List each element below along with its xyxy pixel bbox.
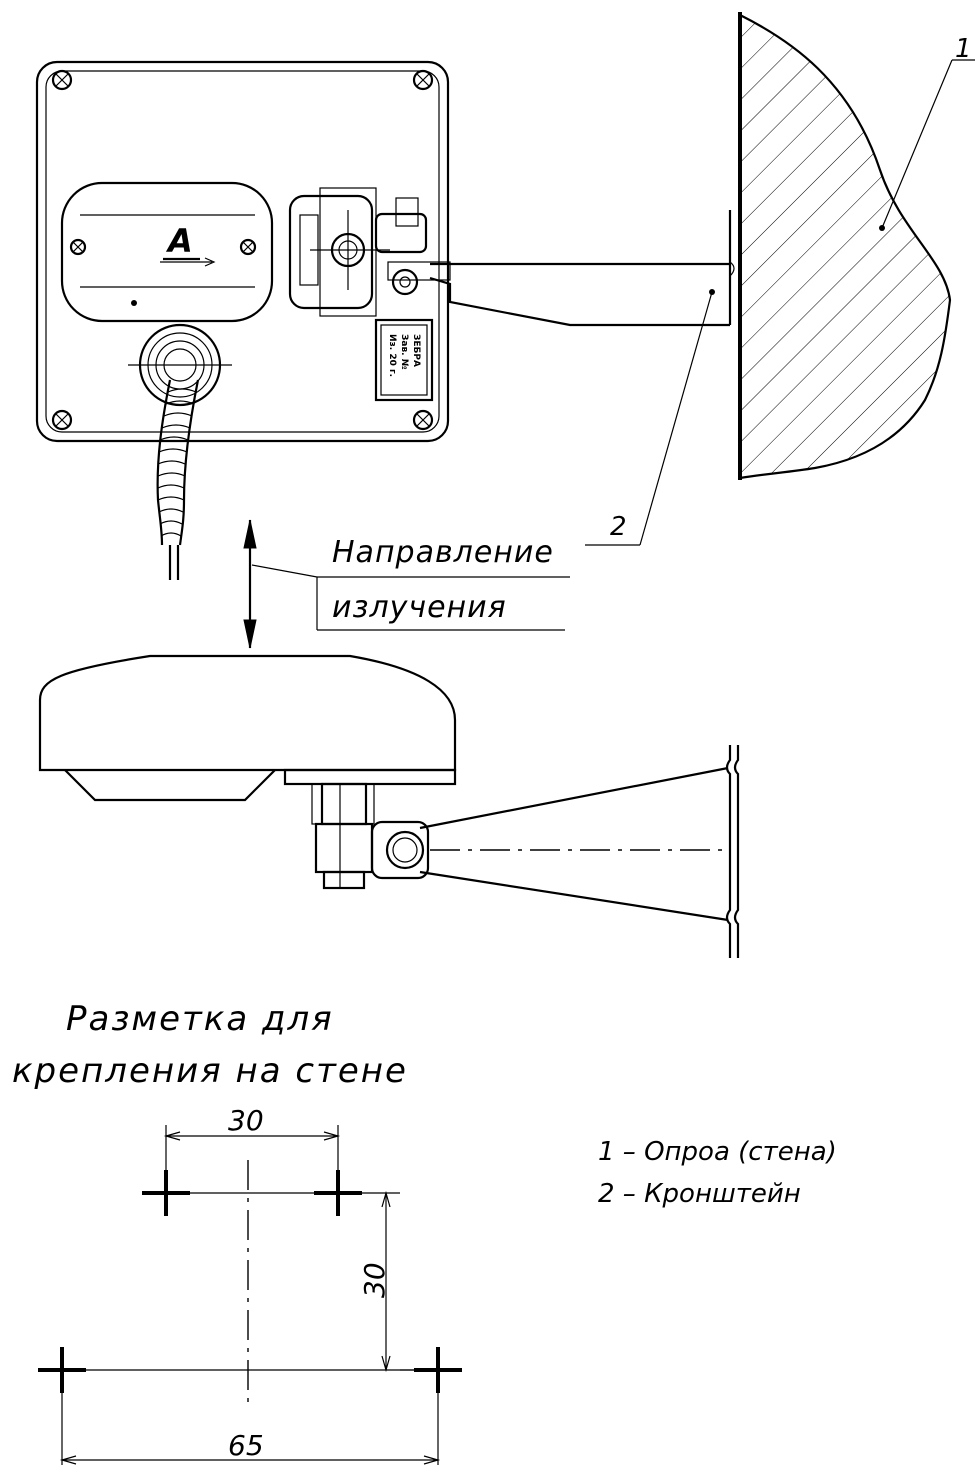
dim-bottom: 65 bbox=[228, 1429, 264, 1462]
screw-icon bbox=[239, 238, 257, 256]
hole-mark-icon bbox=[414, 1347, 462, 1393]
hole-mark-icon bbox=[314, 1170, 362, 1216]
dim-side: 30 bbox=[358, 1262, 391, 1298]
screw-icon bbox=[412, 409, 434, 431]
detector-front-view: А ЗЕБРА Зав. № Из. 20 г. bbox=[35, 60, 735, 580]
nameplate-line3: Из. 20 г. bbox=[387, 334, 397, 377]
bracket-callout-number: 2 bbox=[610, 512, 627, 542]
wall-callout-number: 1 bbox=[955, 34, 972, 64]
direction-label-line2: излучения bbox=[332, 590, 507, 625]
screw-icon bbox=[51, 69, 73, 91]
legend: 1 – Опроа (стена) 2 – Кронштейн bbox=[598, 1137, 837, 1209]
nameplate-line1: ЗЕБРА bbox=[411, 334, 421, 367]
cable-gland bbox=[128, 323, 232, 407]
hole-mark-icon bbox=[142, 1170, 190, 1216]
view-letter: А bbox=[165, 222, 193, 260]
dim-top: 30 bbox=[228, 1104, 264, 1137]
legend-item-bracket: 2 – Кронштейн bbox=[598, 1179, 801, 1209]
bracket-callout: 2 bbox=[585, 291, 713, 546]
wall-section: 1 bbox=[738, 12, 975, 480]
hole-mark-icon bbox=[38, 1347, 86, 1393]
direction-label-line1: Направление bbox=[332, 535, 554, 570]
detector-side-view bbox=[38, 654, 740, 958]
legend-item-wall: 1 – Опроа (стена) bbox=[598, 1137, 837, 1167]
marking-title-line1: Разметка для bbox=[66, 999, 334, 1039]
screw-icon bbox=[412, 69, 434, 91]
corrugated-cable bbox=[156, 379, 200, 580]
screw-icon bbox=[69, 238, 87, 256]
radiation-direction: Направление излучения bbox=[243, 519, 570, 649]
marking-title-line2: крепления на стене bbox=[12, 1051, 408, 1091]
nameplate-line2: Зав. № bbox=[399, 334, 409, 370]
screw-icon bbox=[51, 409, 73, 431]
mounting-hole-layout: 30 30 65 bbox=[38, 1104, 462, 1465]
